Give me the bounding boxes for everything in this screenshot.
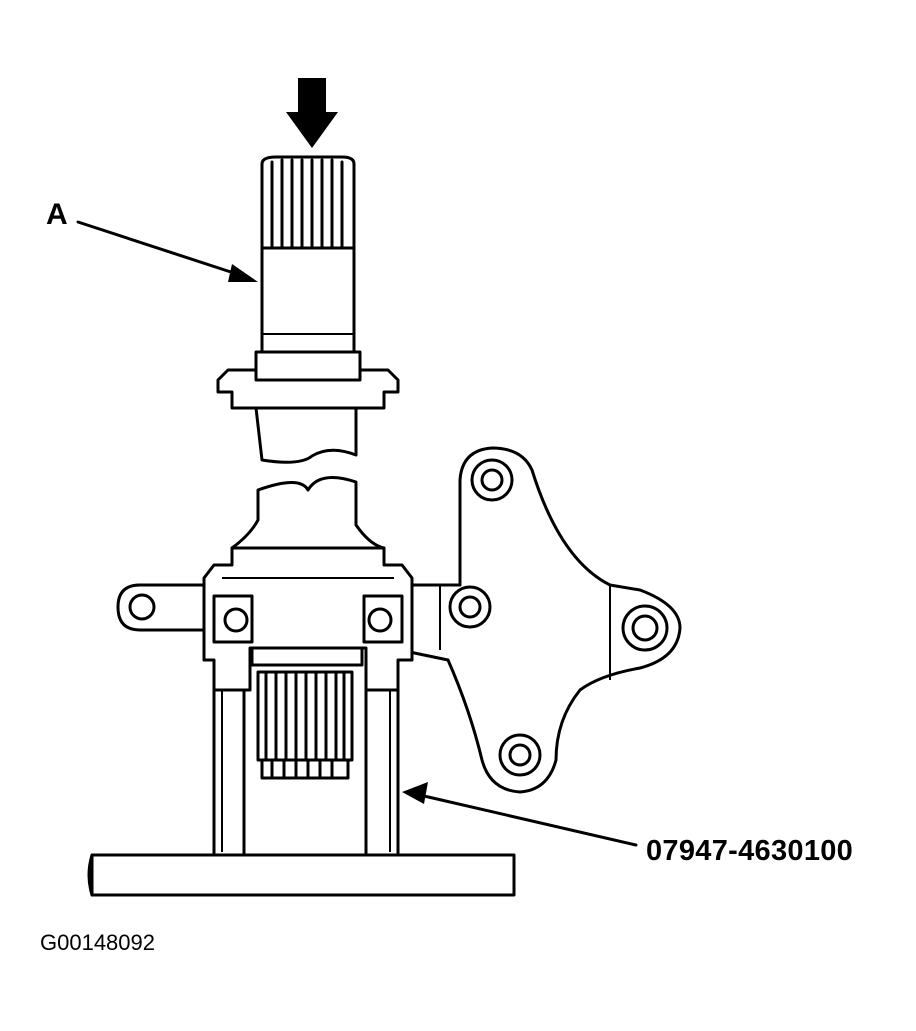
figure-id: G00148092 xyxy=(40,930,155,955)
steering-knuckle xyxy=(116,446,682,794)
hub-body-lower xyxy=(230,476,386,550)
hub-spline xyxy=(250,646,364,780)
driveshaft-a xyxy=(216,155,400,464)
base-plate xyxy=(87,853,516,897)
part-a-label: A xyxy=(46,198,68,231)
bearing-housing xyxy=(202,546,414,692)
leader-arrow-icon xyxy=(402,782,638,847)
tool-number-label: 07947-4630100 xyxy=(646,835,854,867)
down-arrow-icon xyxy=(286,78,338,148)
leader-arrow-icon xyxy=(76,220,258,282)
